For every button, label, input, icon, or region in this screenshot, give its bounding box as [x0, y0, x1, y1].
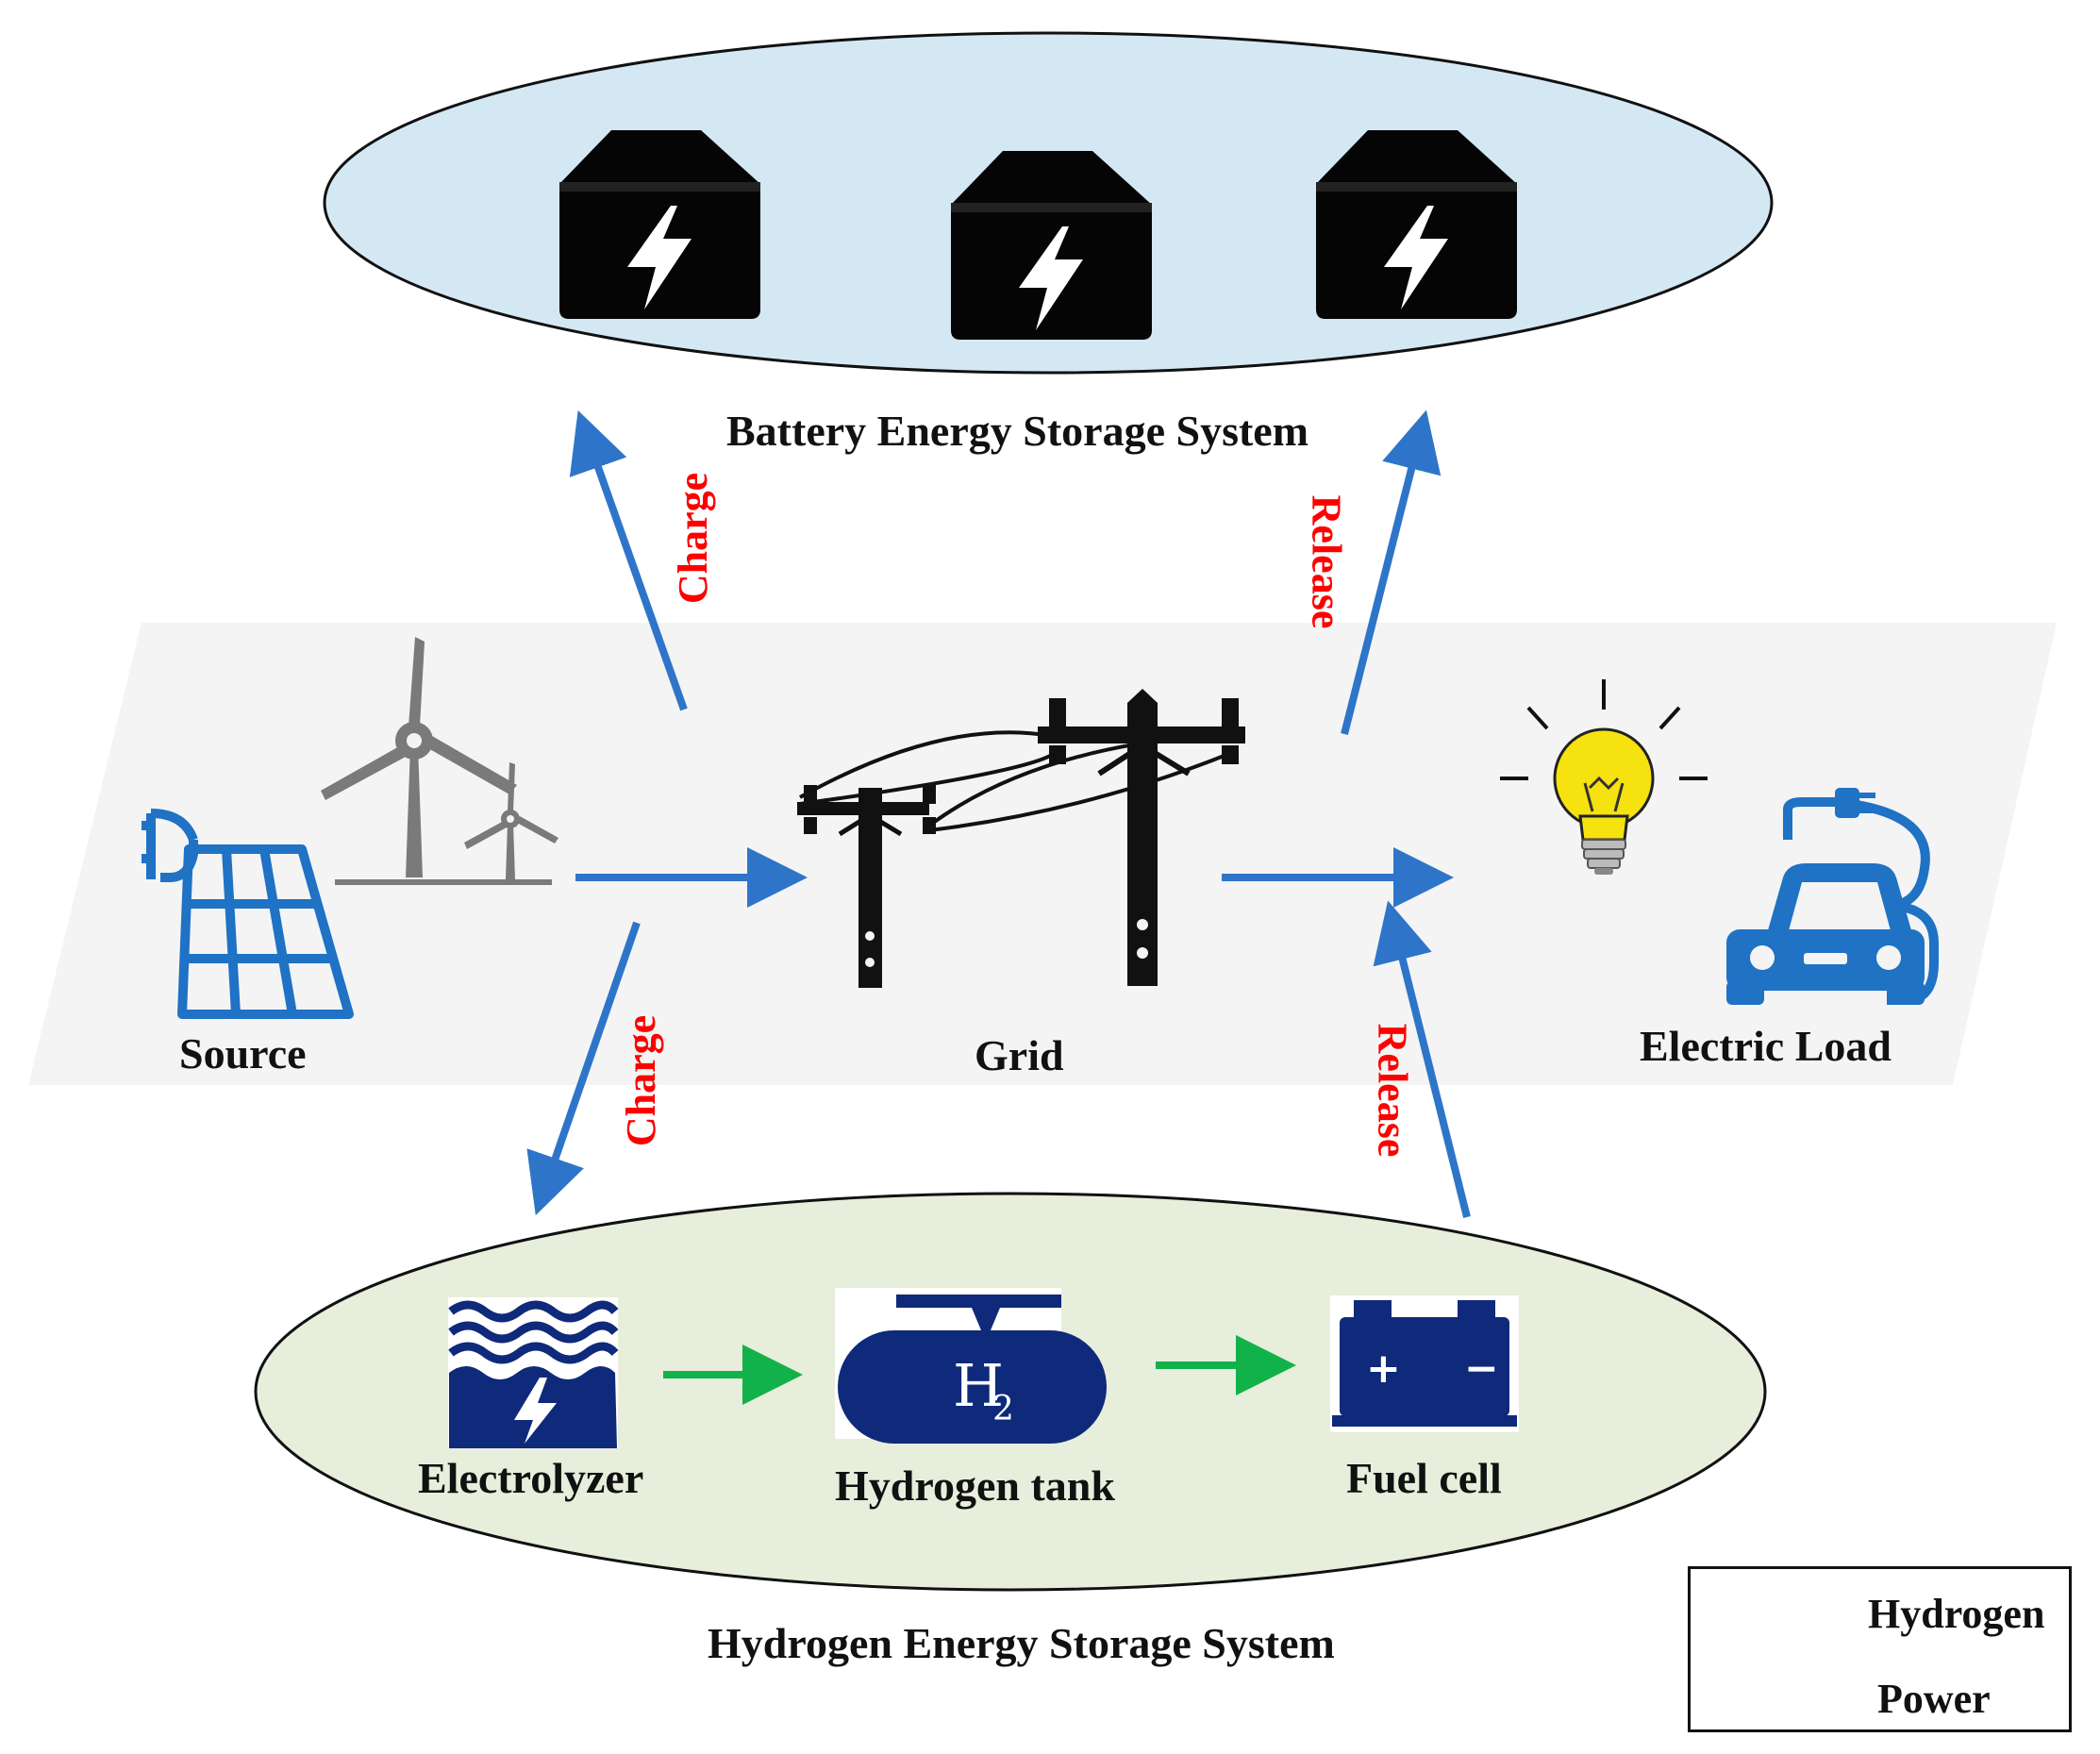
power-pole-icon	[797, 689, 1245, 988]
charge-hydrogen-label: Charge	[618, 1014, 665, 1147]
arrow-release-hydrogen	[1373, 900, 1471, 1218]
battery-icon	[1316, 130, 1517, 319]
arrow-charge-battery	[569, 409, 688, 711]
hydrogen-system-label: Hydrogen Energy Storage System	[708, 1619, 1335, 1667]
electrolyzer-icon	[448, 1297, 619, 1448]
hydrogen-tank-icon: H 2	[835, 1288, 1107, 1444]
hydrogen-tank-label: Hydrogen tank	[835, 1462, 1115, 1510]
light-bulb-icon	[1500, 679, 1708, 875]
h2-symbol: H	[953, 1351, 1004, 1420]
electric-load-label: Electric Load	[1640, 1022, 1892, 1070]
release-hydrogen-label: Release	[1369, 1023, 1416, 1158]
battery-system-label: Battery Energy Storage System	[726, 407, 1309, 455]
grid-label: Grid	[975, 1031, 1064, 1079]
battery-icon	[951, 151, 1152, 340]
electrolyzer-label: Electrolyzer	[418, 1454, 644, 1502]
h2-subscript: 2	[992, 1390, 1014, 1428]
source-label: Source	[179, 1029, 307, 1077]
electric-car-icon	[1726, 788, 1939, 1005]
fuel-cell-plus: +	[1366, 1345, 1401, 1393]
fuel-cell-icon: + −	[1330, 1295, 1519, 1432]
release-battery-label: Release	[1303, 494, 1350, 629]
legend: Hydrogen Power	[1688, 1566, 2072, 1732]
legend-hydrogen-label: Hydrogen	[1868, 1591, 2045, 1637]
arrow-charge-hydrogen	[526, 921, 641, 1216]
charge-battery-label: Charge	[670, 472, 717, 605]
battery-icon	[559, 130, 760, 319]
wind-turbine-icon	[321, 637, 558, 885]
solar-panel-icon	[142, 809, 354, 1019]
fuel-cell-label: Fuel cell	[1346, 1454, 1502, 1502]
grid-band	[28, 623, 2057, 1085]
fuel-cell-minus: −	[1464, 1345, 1499, 1393]
legend-power-label: Power	[1877, 1676, 1991, 1722]
arrow-release-battery	[1341, 409, 1442, 735]
